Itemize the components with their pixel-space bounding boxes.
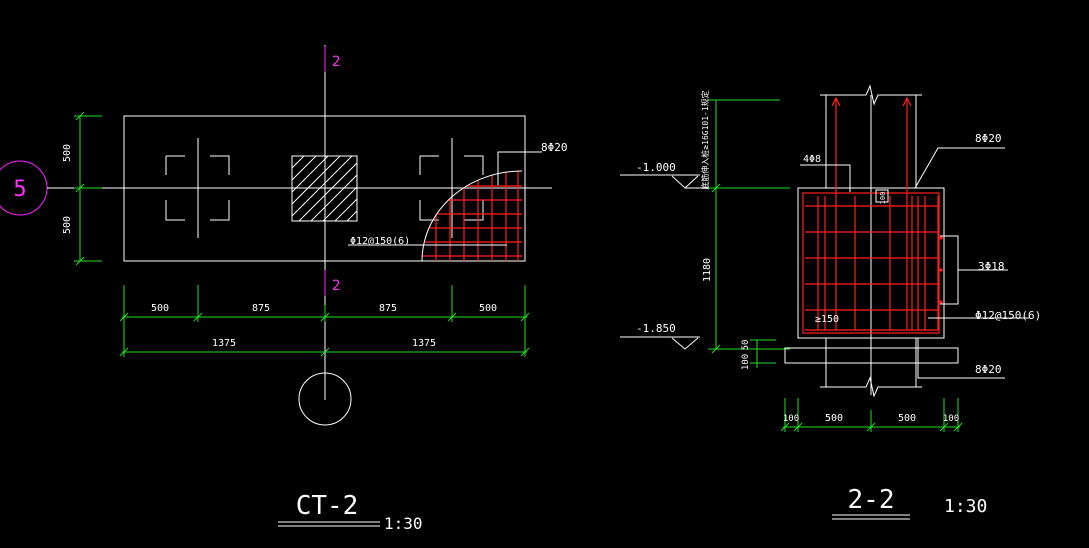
leader-top-bars (497, 151, 542, 185)
section-rebar-cage (802, 96, 940, 334)
section-bottom-dimension (780, 398, 963, 432)
leader-bottom-bars (917, 338, 1005, 379)
plan-bottom-dimension-row1 (119, 285, 530, 322)
blinding-layer (784, 347, 959, 364)
section-height-dimension (708, 99, 790, 354)
plan-bottom-dimension-row2 (119, 322, 530, 357)
section-dim-50: 50 (741, 340, 751, 351)
section-dim-bottom-0: 100 (783, 414, 799, 424)
elev-bottom-label: -1.850 (636, 322, 676, 335)
section-title: 2-2 (848, 485, 895, 515)
leader-stirrup (800, 164, 851, 192)
plan-rebar-top-label: 8Φ20 (541, 141, 568, 154)
plan-dim-left-upper: 500 (62, 144, 73, 162)
section-mark-bottom: 2 (332, 278, 340, 294)
leader-top-bars (914, 147, 1005, 189)
section-stirrup-label: 4Φ8 (803, 154, 821, 165)
plan-dim-row1-2: 875 (379, 303, 397, 314)
plan-dim-row1-1: 875 (252, 303, 270, 314)
plan-rebar-bottom-label: Φ12@150(6) (350, 236, 410, 247)
plan-rebar-detail (421, 170, 523, 262)
section-mark-top: 2 (332, 54, 340, 70)
pile-cap-outline (123, 115, 526, 262)
plan-dim-left-lower: 500 (62, 216, 73, 234)
plan-dim-row2-1: 1375 (412, 338, 436, 349)
section-dim-height: 1180 (702, 258, 713, 282)
side-bar-dots (939, 236, 943, 304)
plan-view: 5 (0, 45, 568, 533)
plan-scale: 1:30 (384, 514, 423, 533)
section-view: -1.000 -1.850 底筋伸入桩≥16G101-1规定 1180 50 1… (620, 84, 1041, 520)
elev-top-label: -1.000 (636, 161, 676, 174)
section-dim-100-top: 100 (879, 192, 887, 205)
elev-bottom-triangle (671, 337, 699, 350)
section-dim-bottom-3: 100 (943, 414, 959, 424)
plan-dim-row1-0: 500 (151, 303, 169, 314)
elev-top-triangle (671, 175, 699, 189)
axis-bubble-bottom (298, 372, 352, 426)
section-cover-label: ≥150 (815, 314, 839, 325)
pile-left (165, 138, 230, 238)
section-dim-100-bottom: 100 (741, 354, 751, 370)
leader-side-bars (940, 235, 1008, 305)
column-hatched (291, 155, 358, 222)
section-vertical-note: 底筋伸入桩≥16G101-1规定 (700, 90, 710, 189)
section-scale: 1:30 (944, 496, 987, 517)
section-base-dimension (750, 339, 776, 368)
pile-stubs (820, 338, 922, 398)
section-cap-outline (797, 187, 945, 339)
plan-title: CT-2 (296, 491, 359, 521)
inner-dim-box (875, 189, 889, 203)
section-dim-bottom-2: 500 (898, 413, 916, 424)
plan-left-dimension (74, 111, 102, 266)
section-side-bars-label: 3Φ18 (978, 260, 1005, 273)
axis-label: 5 (13, 177, 26, 202)
section-stirrups-label: Φ12@150(6) (975, 309, 1041, 322)
section-bottom-bars-label: 8Φ20 (975, 363, 1002, 376)
section-dim-bottom-1: 500 (825, 413, 843, 424)
column-stub (820, 84, 922, 395)
plan-dim-row1-3: 500 (479, 303, 497, 314)
section-top-bars-label: 8Φ20 (975, 132, 1002, 145)
pile-right (419, 138, 484, 238)
plan-dim-row2-0: 1375 (212, 338, 236, 349)
